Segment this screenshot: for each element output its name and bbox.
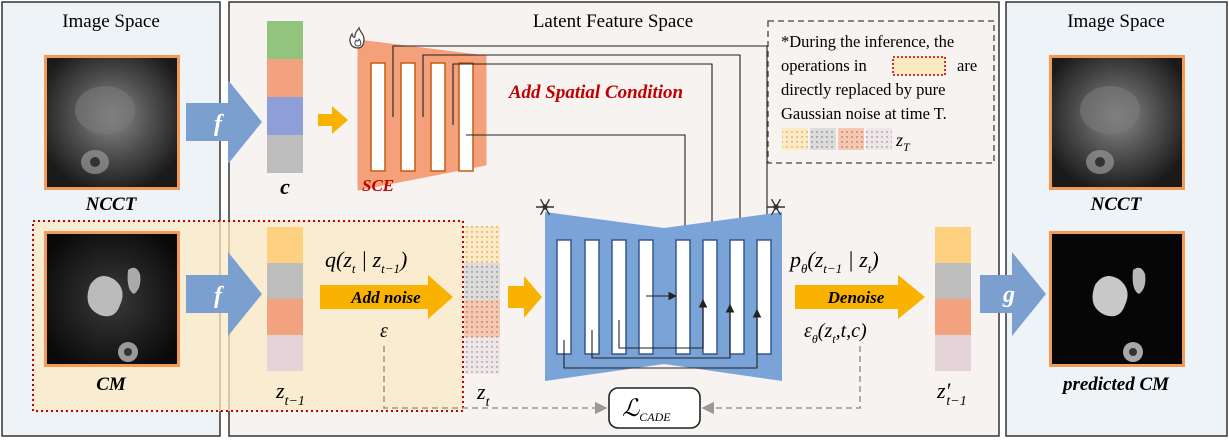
spatial-condition-connectors — [392, 45, 772, 238]
note-line-1: *During the inference, the — [781, 32, 954, 51]
encoder-f-top-arrow: f — [186, 80, 262, 164]
middle-panel-title: Latent Feature Space — [533, 11, 693, 32]
condition-to-sce-arrow — [318, 106, 348, 134]
add-noise-label: Add noise — [350, 288, 421, 307]
predicted-cm-image — [1049, 231, 1185, 367]
note-line-2b: are — [957, 56, 977, 75]
flame-icon — [349, 26, 365, 49]
snowflake-icon — [536, 198, 554, 216]
z-prev-latent-stack — [267, 227, 303, 371]
epsilon-label: ε — [380, 320, 388, 342]
encoder-f-bottom-arrow: f — [186, 252, 262, 336]
ncct-output-image — [1049, 55, 1185, 190]
encoder-f-label: f — [214, 111, 224, 137]
add-noise-arrow: Add noise — [320, 275, 453, 319]
sce-encoder: SCE — [357, 39, 487, 195]
z-prev-label: zt−1 — [275, 378, 305, 409]
left-ncct-label: NCCT — [85, 194, 138, 215]
z-t-label: zt — [476, 379, 491, 410]
reverse-process-expression: pθ(zt−1 | zt) — [788, 247, 879, 276]
z-out-latent-stack — [935, 227, 971, 371]
right-ncct-label: NCCT — [1090, 194, 1143, 215]
encoder-f-label: f — [214, 283, 224, 309]
z-T-noise-swatches — [782, 128, 892, 150]
note-line-3: directly replaced by pure — [781, 80, 945, 99]
denoising-unet — [545, 212, 782, 381]
decoder-g-arrow: g — [980, 252, 1046, 336]
denoise-arrow: Denoise — [795, 275, 925, 319]
decoder-g-label: g — [1002, 282, 1015, 308]
z-t-latent-stack — [464, 226, 500, 374]
condition-c-label: c — [280, 174, 290, 199]
left-cm-label: CM — [96, 374, 127, 395]
inference-note: *During the inference, the operations in… — [767, 20, 995, 164]
note-dotted-region-swatch — [892, 56, 946, 76]
forward-process-expression: q(zt | zt−1) — [325, 247, 407, 276]
ncct-input-image — [44, 55, 180, 190]
z-T-label: zT — [895, 130, 911, 154]
zt-to-unet-arrow — [508, 276, 542, 318]
snowflake-icon — [767, 198, 785, 216]
note-line-2a: operations in — [781, 56, 867, 75]
denoise-label: Denoise — [827, 288, 885, 307]
loss-box: ℒCADE — [608, 387, 701, 429]
right-panel-title: Image Space — [1067, 11, 1165, 32]
note-line-4: Gaussian noise at time T. — [781, 104, 947, 123]
right-predicted-cm-label: predicted CM — [1061, 374, 1170, 395]
cm-input-image — [44, 231, 180, 367]
add-spatial-condition-label: Add Spatial Condition — [508, 82, 683, 103]
sce-label: SCE — [362, 176, 394, 195]
noise-predictor-expression: εθ(zt,t,c) — [804, 320, 867, 346]
condition-latent-stack — [267, 21, 303, 173]
loss-connectors — [383, 346, 861, 415]
left-panel-title: Image Space — [62, 11, 160, 32]
z-out-label: z′t−1 — [936, 378, 967, 409]
loss-label: ℒCADE — [622, 396, 671, 424]
